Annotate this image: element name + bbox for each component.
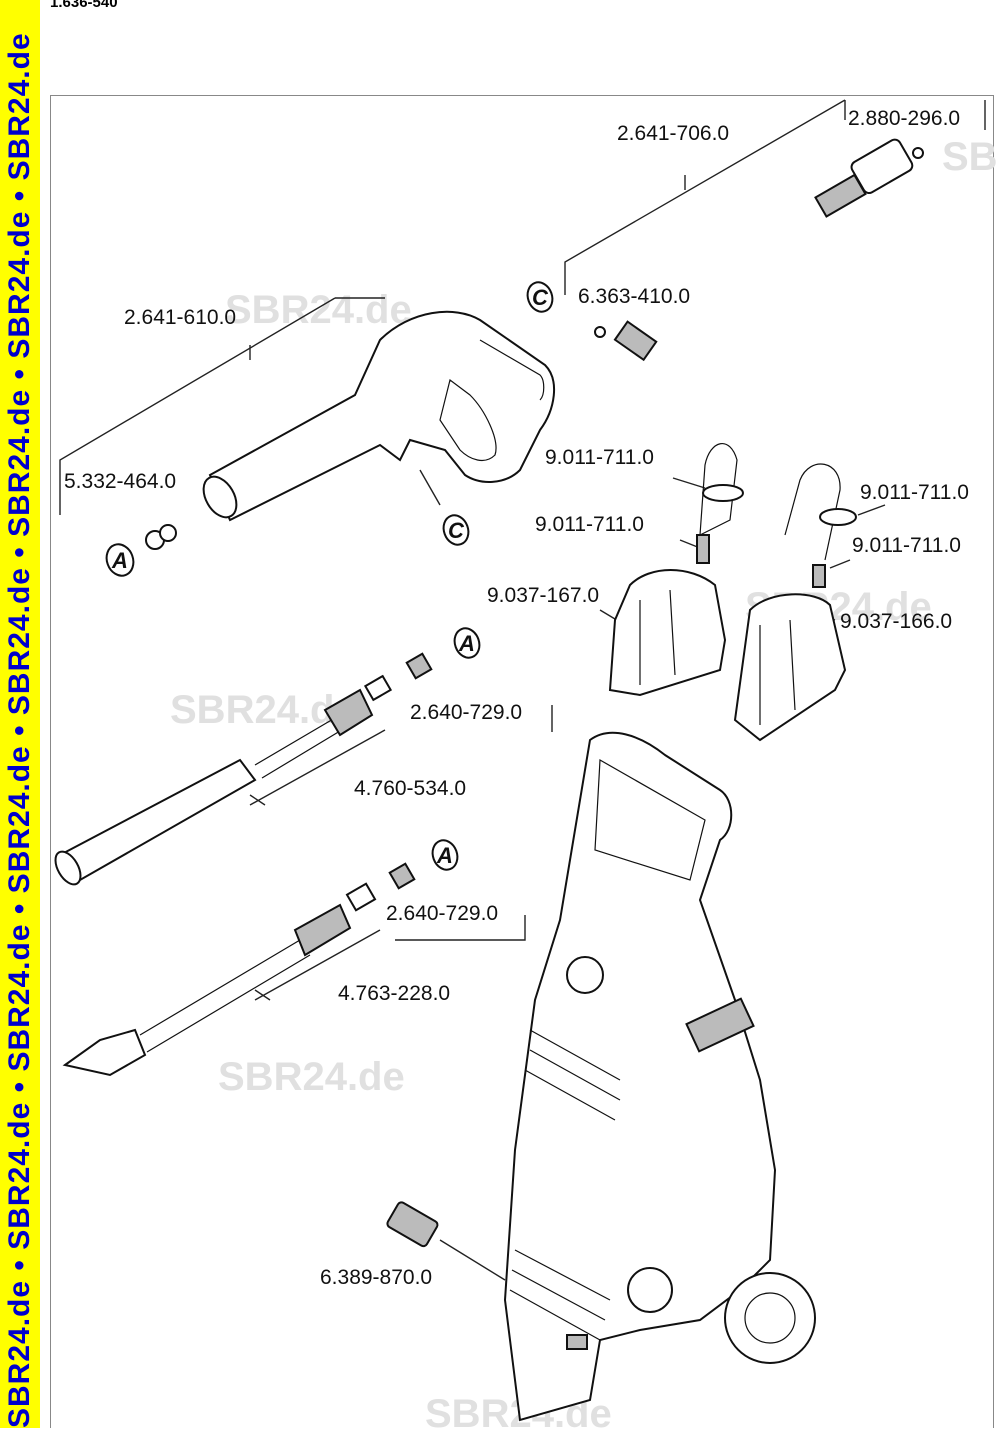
part-label-nozzle-1: 2.640-729.0 xyxy=(410,701,523,724)
coupling-drawing xyxy=(386,1201,439,1248)
callout-a-2: A xyxy=(453,627,481,659)
callout-c-2: C xyxy=(442,514,470,546)
callout-c-label: C xyxy=(448,518,465,543)
part-label-coupling: 6.389-870.0 xyxy=(320,1266,433,1289)
part-label-gun-seal: 5.332-464.0 xyxy=(64,470,177,493)
part-label-tube: 9.011-711.0 xyxy=(860,481,969,504)
part-label-nozzle-2: 2.640-729.0 xyxy=(386,902,499,925)
part-label-lance-1: 4.760-534.0 xyxy=(354,777,467,800)
part-label-gun: 2.641-610.0 xyxy=(124,306,237,329)
watermark-partial: SB xyxy=(942,135,996,179)
callout-a-label: A xyxy=(111,548,128,573)
callout-a-label: A xyxy=(458,631,475,656)
callout-c-1: C xyxy=(526,281,554,313)
detergent-tanks-drawing xyxy=(608,442,857,742)
part-label-lance-2: 4.763-228.0 xyxy=(338,982,451,1005)
spray-gun-drawing xyxy=(145,310,556,550)
pressure-washer-drawing xyxy=(503,731,816,1422)
lance-2-drawing xyxy=(62,862,416,1077)
callout-a-1: A xyxy=(105,543,135,577)
part-label-tank-left: 9.037-167.0 xyxy=(487,584,600,607)
part-label-tube: 9.011-711.0 xyxy=(852,534,961,557)
part-label-tank-right: 9.037-166.0 xyxy=(840,610,953,633)
lance-1-drawing xyxy=(54,652,433,886)
part-label-gun-oring: 6.363-410.0 xyxy=(578,285,691,308)
part-label-hose: 2.641-706.0 xyxy=(617,122,730,145)
callout-a-label: A xyxy=(436,843,453,868)
hose-drawing xyxy=(594,138,924,396)
part-label-tube: 9.011-711.0 xyxy=(545,446,654,469)
diagram-frame xyxy=(50,95,994,1428)
side-watermark-band: SBR24.de • SBR24.de • SBR24.de • SBR24.d… xyxy=(0,0,40,1428)
part-label-tube: 9.011-711.0 xyxy=(535,513,644,536)
watermark: SBR24.de xyxy=(225,288,412,332)
document-id: 1.636-540 xyxy=(50,0,118,11)
callout-c-label: C xyxy=(532,285,549,310)
part-label-hose-oring: 2.880-296.0 xyxy=(848,107,961,130)
callout-a-3: A xyxy=(431,839,459,871)
watermark: SBR24.de xyxy=(218,1055,405,1099)
